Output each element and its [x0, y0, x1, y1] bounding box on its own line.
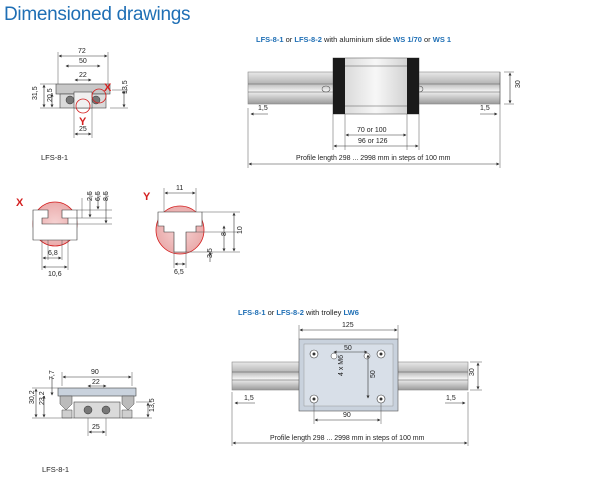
cs2-dim-h3: 7,7: [49, 370, 56, 380]
detail-y-marker: Y: [143, 191, 151, 203]
detail-x-dim-a: 2,5: [87, 191, 94, 201]
dim-left-offset: 1,5: [258, 105, 268, 112]
trolley-dim-side: 50: [370, 370, 377, 378]
cs1-dim-h3: 13,5: [122, 80, 129, 94]
cs1-dim-bottom: 25: [79, 126, 87, 133]
top-dimensions: 1,5 1,5 30 70 or 100 96 or 126 Profile l…: [247, 71, 522, 168]
detail-x-marker: X: [16, 197, 24, 209]
detail-x-dim-c: 8,5: [103, 191, 110, 201]
bottom-profile-length: Profile length 298 ... 2998 mm in steps …: [270, 435, 425, 442]
cross-section-2: 90 22 30,2 23,2 7,7 13,5 25 LFS-8-1: [29, 369, 156, 474]
bottom-dim-height: 30: [469, 368, 476, 376]
cs2-dim-h1: 30,2: [29, 390, 36, 404]
detail-y-dim-c: 10: [237, 226, 244, 234]
dim-right-offset: 1,5: [480, 105, 490, 112]
detail-y-dim-a: 11: [176, 185, 183, 192]
cs2-dim-h4: 13,5: [149, 398, 156, 412]
cs2-dim-h2: 23,2: [39, 391, 46, 405]
cs1-label: LFS-8-1: [41, 153, 68, 162]
detail-y-dim-b: 8: [221, 232, 228, 236]
cs2-dim-width: 90: [91, 369, 99, 376]
svg-text:LFS-8-1 or LFS-8-2 with trolle: LFS-8-1 or LFS-8-2 with trolley LW6: [238, 308, 359, 317]
detail-y: Y 11 10 8 3,5 6,5: [143, 185, 244, 276]
detail-y-dim-e: 6,5: [174, 269, 184, 276]
detail-x-dim-e: 10,6: [48, 271, 62, 278]
bottom-caption: LFS-8-1 or LFS-8-2 with trolley LW6: [238, 308, 359, 317]
top-slide: [332, 57, 420, 115]
top-caption: LFS-8-1 or LFS-8-2 with aluminium slide …: [256, 35, 451, 44]
bottom-dim-left-offset: 1,5: [244, 395, 254, 402]
detail-x: X 2,5 6,5 8,5 6,8 10,6: [16, 191, 112, 278]
cs1-dim-center: 22: [79, 72, 87, 79]
cs1-dim-h2: 20,5: [47, 88, 54, 102]
dim-slide-outer: 96 or 126: [358, 138, 388, 145]
detail-y-dim-d: 3,5: [207, 248, 214, 258]
caption-part: LFS-8-1: [256, 35, 284, 44]
bottom-dim-right-offset: 1,5: [446, 395, 456, 402]
dim-height: 30: [515, 80, 522, 88]
cs2-dim-inner: 22: [92, 379, 100, 386]
dim-slide-inner: 70 or 100: [357, 127, 387, 134]
profile-length: Profile length 298 ... 2998 mm in steps …: [296, 155, 451, 162]
page-title: Dimensioned drawings: [4, 4, 191, 25]
cs1-marker-y: Y: [79, 116, 87, 128]
trolley-dim-top: 50: [344, 345, 352, 352]
svg-text:LFS-8-1 or LFS-8-2 with alumin: LFS-8-1 or LFS-8-2 with aluminium slide …: [256, 35, 451, 44]
cs1-dim-width: 72: [78, 48, 86, 55]
trolley-holes: 4 x M6: [338, 355, 345, 376]
detail-x-dim-d: 6,8: [48, 250, 58, 257]
trolley-dim-bottom: 90: [343, 412, 351, 419]
trolley-dim-width: 125: [342, 322, 354, 329]
cs2-dim-bottom: 25: [92, 424, 100, 431]
bottom-trolley: [298, 338, 399, 412]
cs2-label: LFS-8-1: [42, 465, 69, 474]
cs1-marker-x: X: [104, 82, 112, 94]
cs1-dim-inner: 50: [79, 58, 87, 65]
detail-x-dim-b: 6,5: [95, 191, 102, 201]
cs1-dim-h1: 31,5: [32, 86, 39, 100]
bottom-dimensions: 125 50 90 50 4 x M6 1,5 1,5 30 Profile l…: [231, 322, 482, 446]
cross-section-1: 72 50 22 31,5 20,5 13,5 25 X Y LFS-8-1: [32, 48, 129, 162]
